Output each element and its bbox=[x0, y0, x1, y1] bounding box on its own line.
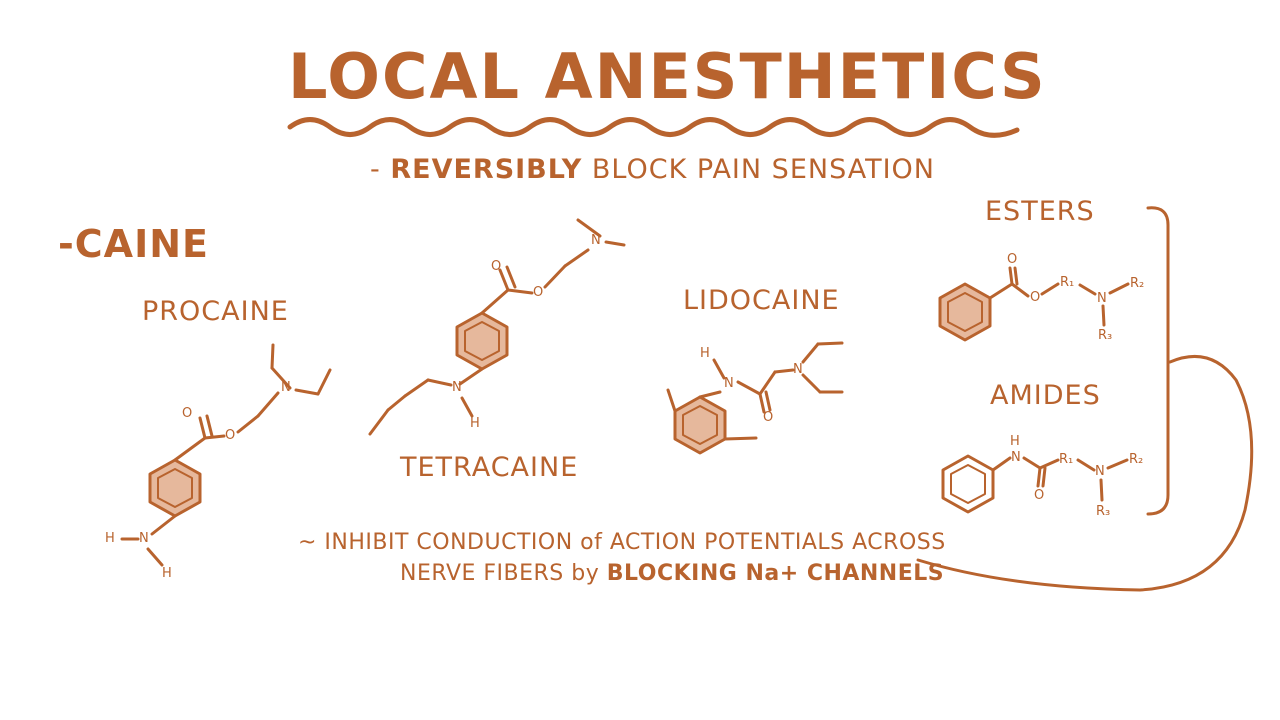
procaine-label: PROCAINE bbox=[142, 296, 289, 327]
subtitle-emphasis: REVERSIBLY bbox=[390, 154, 583, 185]
classes-bracket bbox=[1146, 206, 1170, 516]
amide-atom-r1: R₁ bbox=[1059, 452, 1074, 467]
mechanism-connector bbox=[916, 354, 1254, 592]
mechanism-line-2-emphasis: BLOCKING Na+ CHANNELS bbox=[606, 561, 945, 586]
tetracaine-atom-o-ester: O bbox=[533, 285, 544, 300]
procaine-atom-o-ester: O bbox=[225, 428, 236, 443]
ester-atom-o-ester: O bbox=[1030, 290, 1041, 305]
ester-atom-r2: R₂ bbox=[1130, 276, 1145, 291]
procaine-atom-n-amine: N bbox=[139, 531, 149, 546]
mechanism-line-1: ~ INHIBIT CONDUCTION of ACTION POTENTIAL… bbox=[298, 530, 946, 555]
procaine-structure bbox=[120, 343, 332, 567]
procaine-atom-o-carbonyl: O bbox=[182, 406, 193, 421]
lidocaine-atom-n: N bbox=[793, 362, 803, 377]
tetracaine-structure bbox=[368, 218, 626, 436]
lidocaine-label: LIDOCAINE bbox=[683, 285, 840, 316]
lidocaine-atom-o: O bbox=[763, 410, 774, 425]
title-wavy-underline bbox=[287, 117, 1020, 138]
amide-atom-h: H bbox=[1010, 434, 1020, 449]
subtitle: - REVERSIBLY BLOCK PAIN SENSATION bbox=[370, 154, 935, 185]
mechanism-line-2: NERVE FIBERS by BLOCKING Na+ CHANNELS bbox=[400, 561, 944, 586]
procaine-atom-h2: H bbox=[162, 566, 172, 581]
amides-label: AMIDES bbox=[990, 380, 1101, 411]
procaine-atom-h1: H bbox=[105, 531, 115, 546]
page-title: LOCAL ANESTHETICS bbox=[288, 40, 1047, 113]
lidocaine-structure bbox=[666, 341, 844, 455]
amide-atom-o: O bbox=[1034, 488, 1045, 503]
mechanism-line-2-prefix: NERVE FIBERS by bbox=[400, 561, 607, 586]
subtitle-rest: BLOCK PAIN SENSATION bbox=[582, 154, 935, 185]
tetracaine-atom-o-carbonyl: O bbox=[491, 259, 502, 274]
amide-atom-n: N bbox=[1095, 464, 1105, 479]
ester-atom-r3: R₃ bbox=[1098, 328, 1113, 343]
caine-suffix-label: -CAINE bbox=[58, 222, 209, 266]
lidocaine-atom-h: H bbox=[700, 346, 710, 361]
esters-label: ESTERS bbox=[985, 196, 1095, 227]
subtitle-prefix: - bbox=[370, 154, 391, 185]
ester-general-structure bbox=[938, 266, 1130, 342]
ester-atom-o-carbonyl: O bbox=[1007, 252, 1018, 267]
tetracaine-atom-n-amine: N bbox=[452, 380, 462, 395]
tetracaine-atom-h: H bbox=[470, 416, 480, 431]
ester-atom-r1: R₁ bbox=[1060, 275, 1075, 290]
lidocaine-atom-n-amide: N bbox=[724, 376, 734, 391]
tetracaine-label: TETRACAINE bbox=[400, 452, 579, 483]
ester-atom-n: N bbox=[1097, 291, 1107, 306]
amide-atom-r2: R₂ bbox=[1129, 452, 1144, 467]
tetracaine-atom-n: N bbox=[591, 233, 601, 248]
amide-general-structure bbox=[941, 454, 1129, 514]
amide-atom-n-amide: N bbox=[1011, 450, 1021, 465]
procaine-atom-n: N bbox=[281, 380, 291, 395]
amide-atom-r3: R₃ bbox=[1096, 504, 1111, 519]
